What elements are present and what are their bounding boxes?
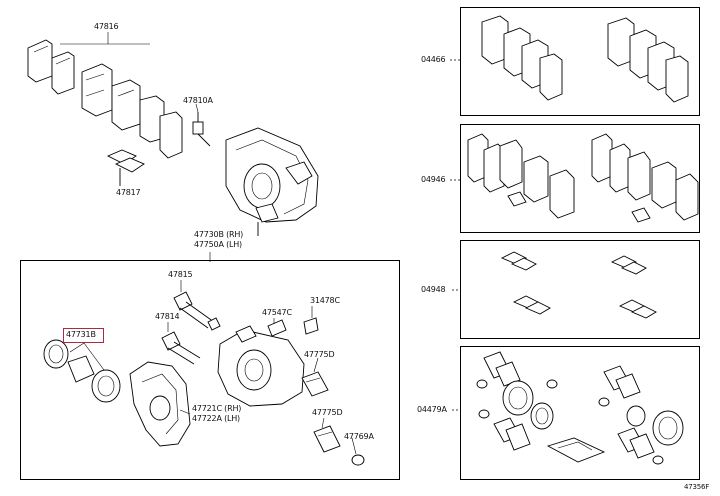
caliper-box-drawing [43, 291, 365, 466]
caliper-housing-top [225, 127, 319, 236]
diagram-reference-code: 47356F [684, 483, 710, 491]
kit-box-04466 [460, 7, 700, 116]
kit-04479a-drawing [476, 351, 684, 465]
label-47731b[interactable]: 47731B [66, 330, 96, 339]
label-47775d-bottom[interactable]: 47775D [312, 408, 343, 417]
kit-04948-drawing [500, 251, 657, 319]
label-47817[interactable]: 47817 [116, 188, 141, 197]
label-kit-04479a[interactable]: 04479A [417, 405, 447, 414]
kit-box-04479a [460, 346, 700, 480]
label-47730b[interactable]: 47730B (RH) [194, 230, 244, 239]
kit-04466-drawing [481, 15, 689, 103]
caliper-assembly-box [20, 260, 400, 480]
kit-box-04946 [460, 124, 700, 233]
label-47815[interactable]: 47815 [168, 270, 193, 279]
label-kit-04466[interactable]: 04466 [421, 55, 446, 64]
bolt-47810a [192, 112, 211, 147]
label-47722a[interactable]: 47722A (LH) [192, 414, 240, 423]
label-47814[interactable]: 47814 [155, 312, 180, 321]
label-47810a[interactable]: 47810A [183, 96, 213, 105]
kit-box-04948 [460, 240, 700, 339]
kit-04946-drawing [467, 133, 699, 223]
label-47775d-top[interactable]: 47775D [304, 350, 335, 359]
label-kit-04948[interactable]: 04948 [421, 285, 446, 294]
pad-wear-clip-group [106, 149, 145, 186]
anti-squeal-shim-group [27, 39, 75, 95]
label-47750a[interactable]: 47750A (LH) [194, 240, 242, 249]
highlight-box-47731b [63, 328, 104, 343]
label-31478c[interactable]: 31478C [310, 296, 340, 305]
label-kit-04946[interactable]: 04946 [421, 175, 446, 184]
label-47721c[interactable]: 47721C (RH) [192, 404, 242, 413]
label-47816[interactable]: 47816 [94, 22, 119, 31]
label-47547c[interactable]: 47547C [262, 308, 292, 317]
label-47769a[interactable]: 47769A [344, 432, 374, 441]
brake-pad-left-group [81, 63, 183, 159]
